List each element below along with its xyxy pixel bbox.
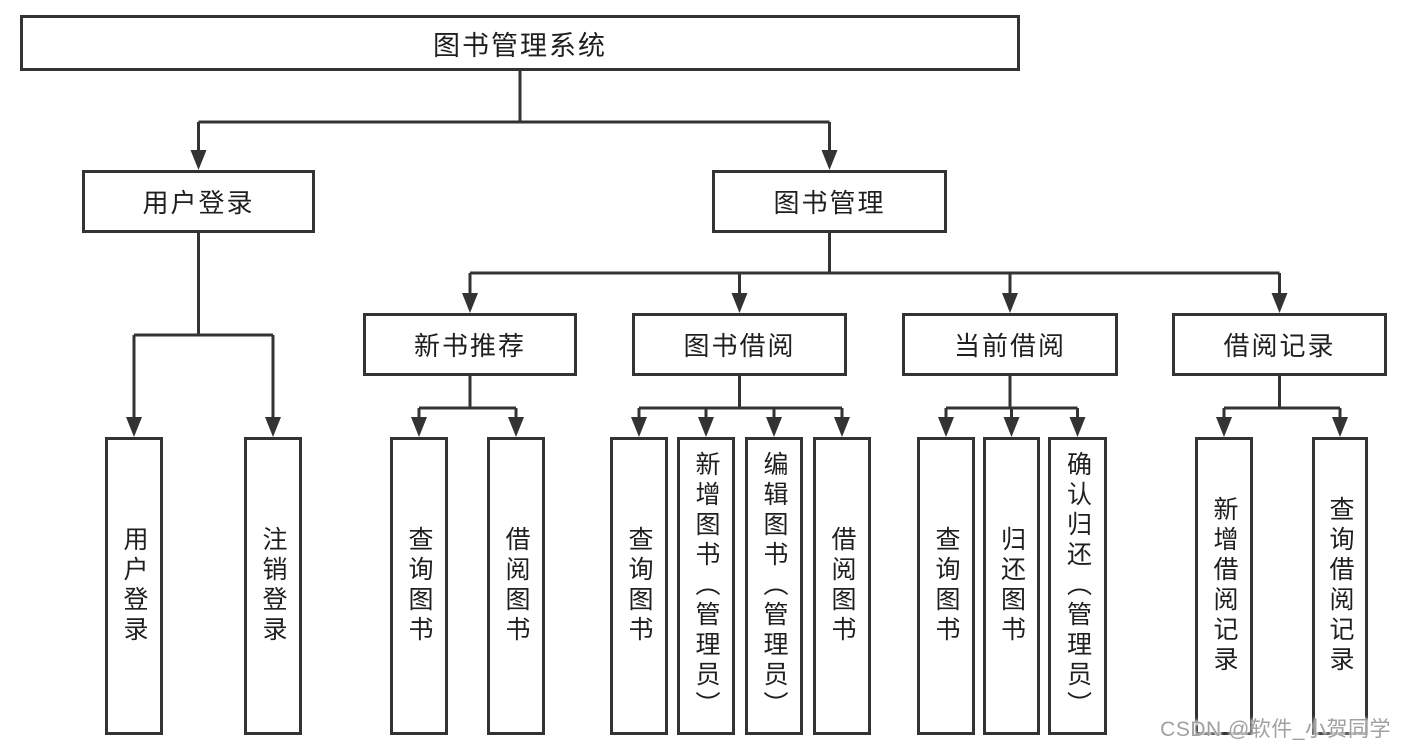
node-query-borrow-record: 查询借阅记录 (1312, 437, 1368, 735)
node-borrowing-records: 借阅记录 (1172, 313, 1387, 376)
node-borrowing-query-books: 查询图书 (610, 437, 668, 735)
node-edit-books-admin: 编辑图书（管理员） (745, 437, 803, 735)
node-add-borrow-record: 新增借阅记录 (1195, 437, 1253, 735)
node-add-books-admin: 新增图书（管理员） (677, 437, 735, 735)
node-logout: 注销登录 (244, 437, 302, 735)
node-borrowing-borrow-books: 借阅图书 (813, 437, 871, 735)
node-book-borrowing: 图书借阅 (632, 313, 847, 376)
node-current-query-books: 查询图书 (917, 437, 975, 735)
node-user-login: 用户登录 (82, 170, 315, 233)
node-current-borrowing: 当前借阅 (902, 313, 1118, 376)
node-recommend-query-books: 查询图书 (390, 437, 448, 735)
node-new-book-recommend: 新书推荐 (363, 313, 577, 376)
node-book-management: 图书管理 (712, 170, 947, 233)
node-library-system: 图书管理系统 (20, 15, 1020, 71)
node-recommend-borrow-books: 借阅图书 (487, 437, 545, 735)
csdn-watermark: CSDN @软件_小贺同学 (1160, 718, 1391, 741)
node-user-login-leaf: 用户登录 (105, 437, 163, 735)
node-confirm-return-admin: 确认归还（管理员） (1048, 437, 1107, 735)
node-return-books: 归还图书 (983, 437, 1040, 735)
